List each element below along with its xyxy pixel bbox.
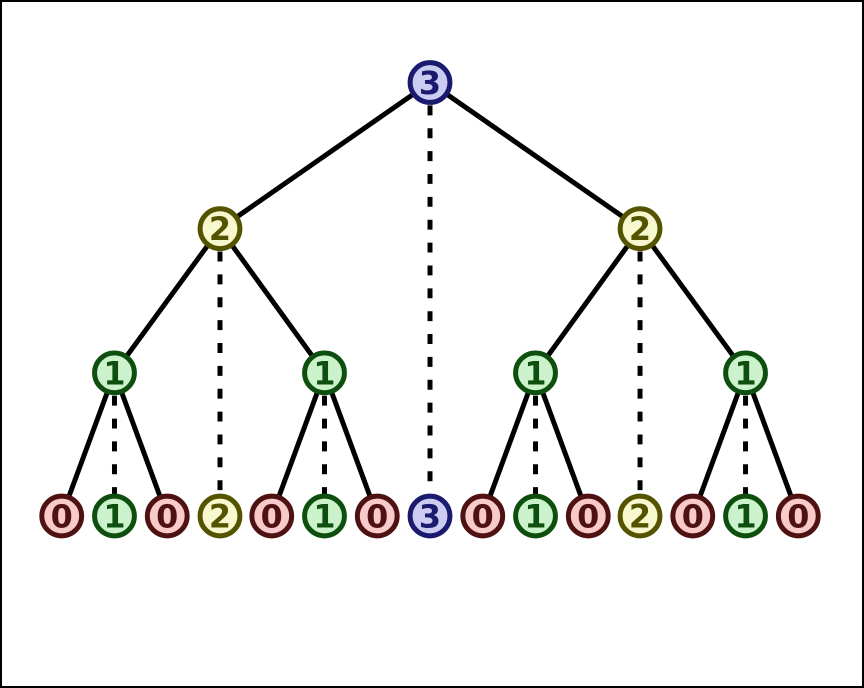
node-circle xyxy=(39,493,85,539)
tree-node-n1a: 1 xyxy=(92,350,137,396)
node-circle xyxy=(723,493,768,539)
node-circle xyxy=(460,493,506,539)
tree-node-leaf9: 0 xyxy=(460,493,506,539)
node-circle xyxy=(513,350,558,396)
solid-edge xyxy=(533,227,643,375)
solid-edge xyxy=(59,371,117,517)
node-circle xyxy=(302,493,347,539)
solid-edge xyxy=(217,227,327,375)
tree-node-n1d: 1 xyxy=(723,350,768,396)
node-circle xyxy=(407,493,453,539)
solid-edge xyxy=(638,227,748,375)
tree-node-n2l: 2 xyxy=(197,206,243,252)
node-circle xyxy=(670,493,716,539)
solid-edge xyxy=(743,371,801,517)
solid-edge xyxy=(112,371,170,517)
node-circle xyxy=(565,493,611,539)
tree-node-n1b: 1 xyxy=(302,350,347,396)
node-circle xyxy=(197,493,243,539)
tree-node-leaf11: 0 xyxy=(565,493,611,539)
edges-layer xyxy=(59,80,801,517)
solid-edge xyxy=(690,371,748,517)
node-circle xyxy=(513,493,558,539)
tree-node-root: 3 xyxy=(407,60,453,105)
tree-node-leaf15: 0 xyxy=(775,493,821,539)
tree-node-n2r: 2 xyxy=(617,206,663,252)
solid-edge xyxy=(322,371,380,517)
tree-node-leaf4: 2 xyxy=(197,493,243,539)
node-circle xyxy=(617,493,663,539)
tree-node-leaf1: 0 xyxy=(39,493,85,539)
solid-edge xyxy=(112,227,222,375)
node-circle xyxy=(197,206,243,252)
tree-node-leaf2: 1 xyxy=(92,493,137,539)
tree-node-leaf5: 0 xyxy=(249,493,295,539)
node-circle xyxy=(249,493,295,539)
node-circle xyxy=(92,493,137,539)
node-circle xyxy=(723,350,768,396)
solid-edge xyxy=(428,80,642,231)
tree-node-leaf14: 1 xyxy=(723,493,768,539)
tree-node-leaf12: 2 xyxy=(617,493,663,539)
node-circle xyxy=(302,350,347,396)
node-circle xyxy=(407,60,453,105)
tree-node-leaf13: 0 xyxy=(670,493,716,539)
tree-node-leaf3: 0 xyxy=(144,493,190,539)
tree-node-leaf7: 0 xyxy=(354,493,400,539)
node-circle xyxy=(144,493,190,539)
solid-edge xyxy=(269,371,327,517)
tree-node-leaf8: 3 xyxy=(407,493,453,539)
tree-node-n1c: 1 xyxy=(513,350,558,396)
node-circle xyxy=(617,206,663,252)
node-circle xyxy=(92,350,137,396)
solid-edge xyxy=(218,80,432,231)
tree-node-leaf10: 1 xyxy=(513,493,558,539)
solid-edge xyxy=(480,371,538,517)
node-circle xyxy=(775,493,821,539)
tree-node-leaf6: 1 xyxy=(302,493,347,539)
solid-edge xyxy=(533,371,591,517)
node-circle xyxy=(354,493,400,539)
